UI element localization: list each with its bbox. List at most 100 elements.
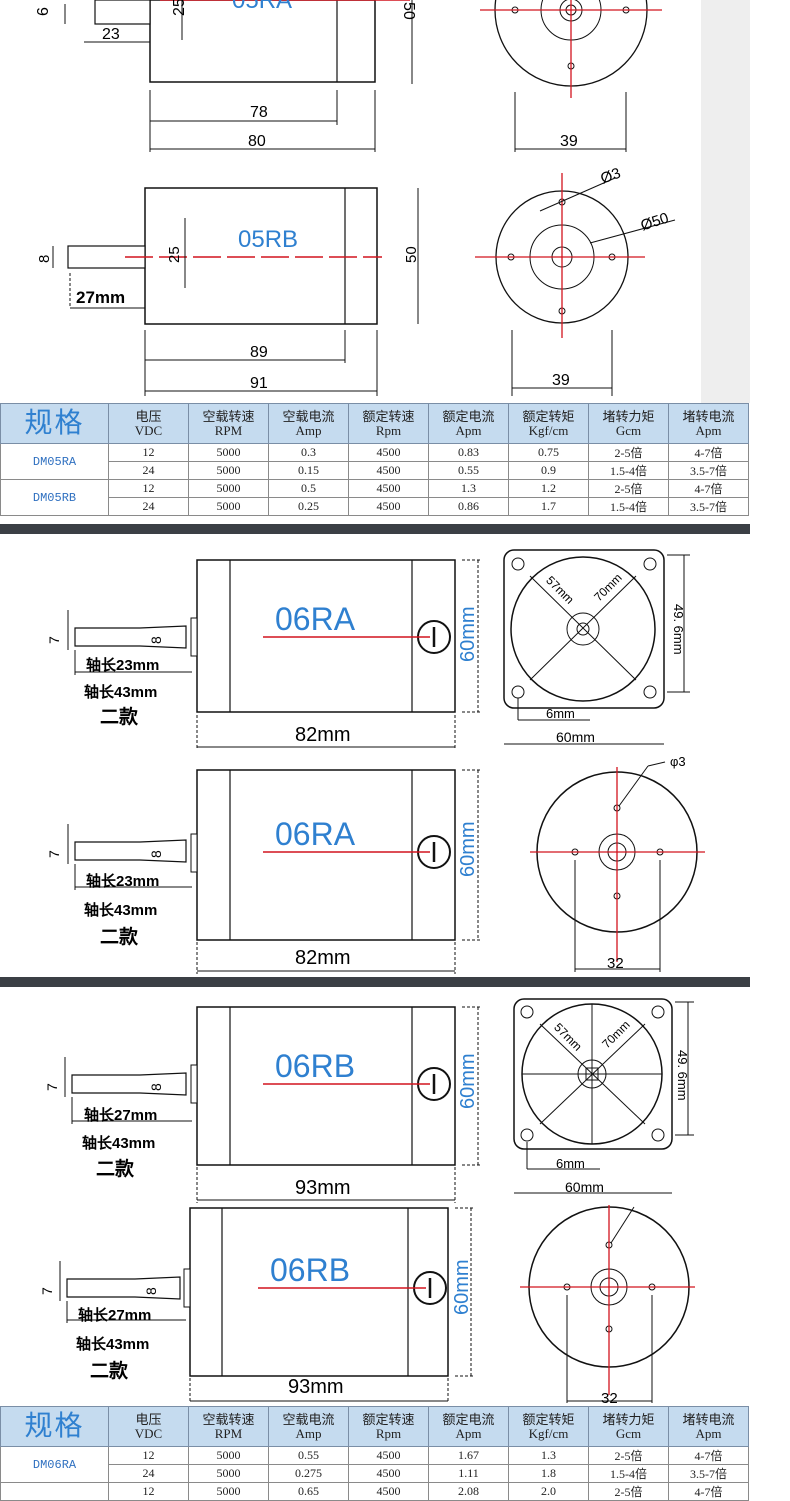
cell: 0.275 bbox=[268, 1464, 349, 1483]
dim-body-len: 89 bbox=[250, 344, 268, 361]
table-row: DM05RA 12 5000 0.3 4500 0.83 0.75 2-5倍 4… bbox=[0, 443, 749, 480]
model-label: 05RB bbox=[238, 226, 298, 253]
variant-label: 二款 bbox=[90, 1359, 129, 1382]
dim-shaft-flat: 7 bbox=[46, 636, 62, 644]
divider bbox=[0, 524, 750, 534]
dim-hole: 6mm bbox=[546, 706, 575, 721]
header-spec: 规格 bbox=[0, 403, 109, 444]
dim-shaft-dia: 8 bbox=[143, 1287, 159, 1295]
cell: 0.83 bbox=[428, 443, 509, 462]
dim-hole-dia: Ø3 bbox=[598, 165, 623, 188]
cell: 12 bbox=[108, 479, 189, 498]
shaft-length-a: 轴长23mm bbox=[86, 872, 159, 890]
dim-length: 82mm bbox=[295, 947, 351, 969]
table-row: 24 5000 0.25 4500 0.86 1.7 1.5-4倍 3.5-7倍 bbox=[1, 497, 749, 516]
drawing-05rb: 05RB 8 25 27mm 50 89 91 Ø3 Ø50 39 bbox=[0, 158, 790, 403]
model-label: 06RB bbox=[275, 1048, 355, 1084]
cell: 3.5-7倍 bbox=[668, 461, 749, 480]
cell: 1.7 bbox=[508, 497, 589, 516]
drawing-05ra: 6 23 25 05RA 50 78 80 39 bbox=[0, 0, 790, 158]
dim-shaft-len: 23 bbox=[102, 26, 120, 43]
dim-length: 93mm bbox=[295, 1177, 351, 1199]
variant-label: 二款 bbox=[96, 1157, 135, 1180]
dim-height: 60mm bbox=[457, 1053, 479, 1109]
cell: 0.86 bbox=[428, 497, 509, 516]
shaft-length-a: 轴长23mm bbox=[86, 656, 159, 674]
shaft-length-b: 轴长43mm bbox=[84, 683, 157, 701]
cell: 24 bbox=[108, 497, 189, 516]
cell: 12 bbox=[108, 1446, 189, 1465]
dim-shaft-len: 27mm bbox=[76, 288, 125, 307]
cell: 5000 bbox=[188, 1482, 269, 1501]
cell: 4500 bbox=[348, 1482, 429, 1501]
cell: 0.55 bbox=[428, 461, 509, 480]
dim-shaft-dia: 8 bbox=[148, 1083, 164, 1091]
dim-height: 60mm bbox=[451, 1259, 473, 1315]
cell: 5000 bbox=[188, 479, 269, 498]
cell: 4500 bbox=[348, 461, 429, 480]
shaft-length-a: 轴长27mm bbox=[84, 1106, 157, 1124]
cell: 1.67 bbox=[428, 1446, 509, 1465]
dim-shaft-dia: 8 bbox=[148, 636, 164, 644]
dim-length: 82mm bbox=[295, 724, 351, 746]
dim-width: 60mm bbox=[556, 729, 595, 745]
variant-label: 二款 bbox=[100, 925, 139, 948]
dim-height: 60mm bbox=[457, 821, 479, 877]
cell: 2-5倍 bbox=[588, 1446, 669, 1465]
cell: 4-7倍 bbox=[668, 479, 749, 498]
cell: 4500 bbox=[348, 1446, 429, 1465]
cell: 24 bbox=[108, 461, 189, 480]
cell: 0.15 bbox=[268, 461, 349, 480]
header-spec: 规格 bbox=[0, 1406, 109, 1447]
cell: 1.5-4倍 bbox=[588, 1464, 669, 1483]
dim-hole-dia: φ3 bbox=[670, 754, 686, 769]
shaft-length-a: 轴长27mm bbox=[78, 1306, 151, 1324]
table-row: DM06RA 12 5000 0.55 4500 1.67 1.3 2-5倍 4… bbox=[0, 1446, 749, 1483]
cell: 4500 bbox=[348, 497, 429, 516]
dim-shaft-flat: 7 bbox=[39, 1287, 55, 1295]
dim-hole-spacing: 49. 6mm bbox=[675, 1050, 690, 1101]
cell: 4500 bbox=[348, 1464, 429, 1483]
cell: 3.5-7倍 bbox=[668, 1464, 749, 1483]
cell: 2.0 bbox=[508, 1482, 589, 1501]
model-cell: DM05RA bbox=[0, 443, 109, 480]
model-cell: DM05RB bbox=[0, 479, 109, 516]
shaft-length-b: 轴长43mm bbox=[82, 1134, 155, 1152]
dim-height: 60mm bbox=[457, 606, 479, 662]
table-row: DM05RB 12 5000 0.5 4500 1.3 1.2 2-5倍 4-7… bbox=[0, 479, 749, 516]
dim-total-len: 91 bbox=[250, 375, 268, 392]
dim-shaft-dia: 8 bbox=[36, 255, 53, 263]
cell: 1.5-4倍 bbox=[588, 497, 669, 516]
variant-label: 二款 bbox=[100, 705, 139, 728]
dim-shaft-flat: 7 bbox=[46, 850, 62, 858]
model-cell: DM06RA bbox=[0, 1446, 109, 1483]
cell: 0.5 bbox=[268, 479, 349, 498]
dim-height: 50 bbox=[400, 2, 417, 20]
dim-hub: 25 bbox=[171, 0, 188, 16]
dim-hub: 25 bbox=[166, 246, 183, 263]
cell: 1.11 bbox=[428, 1464, 509, 1483]
cell: 5000 bbox=[188, 1464, 269, 1483]
cell: 4-7倍 bbox=[668, 1482, 749, 1501]
drawing-06rb-round: 06RB 7 8 轴长27mm 轴长43mm 二款 60mm 93mm 32 bbox=[0, 1205, 790, 1405]
cell: 1.2 bbox=[508, 479, 589, 498]
cell: 4-7倍 bbox=[668, 443, 749, 462]
cell: 4-7倍 bbox=[668, 1446, 749, 1465]
dim-height: 50 bbox=[403, 246, 420, 263]
cell: 0.65 bbox=[268, 1482, 349, 1501]
cell: 0.75 bbox=[508, 443, 589, 462]
